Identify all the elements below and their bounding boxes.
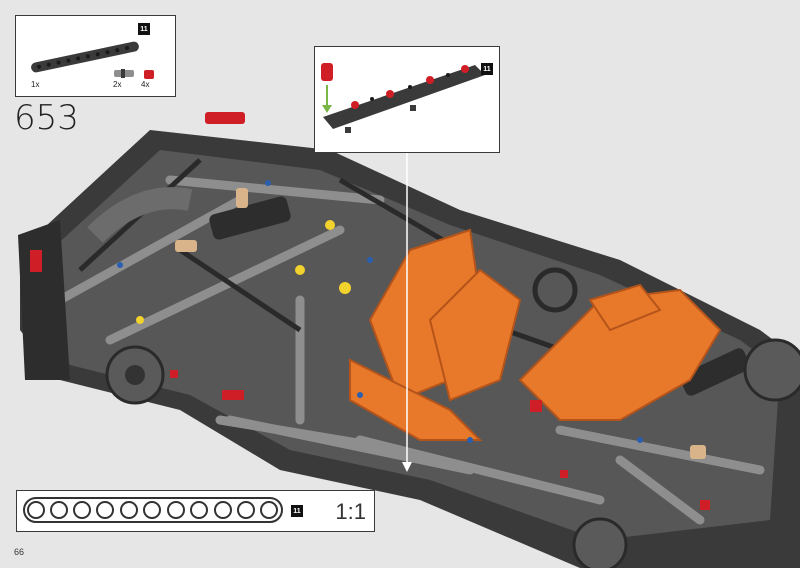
gray-pin-part-icon xyxy=(114,69,134,78)
page-number: 66 xyxy=(14,547,25,557)
parts-list-box: 11 1x 2x 4x xyxy=(15,15,176,97)
part-qty-gray-pin: 2x xyxy=(113,80,122,89)
scale-length-badge: 11 xyxy=(291,505,303,517)
callout-beam-illustration xyxy=(321,63,485,133)
beam-scale-icon xyxy=(23,497,283,523)
callout-length-badge: 11 xyxy=(481,63,493,75)
part-qty-red-pin: 4x xyxy=(141,80,150,89)
scale-bar: 11 1:1 xyxy=(16,490,375,532)
sub-assembly-callout: 11 xyxy=(314,46,500,153)
red-pin-part-icon xyxy=(144,70,154,79)
part-qty-beam: 1x xyxy=(31,80,40,89)
part-length-badge: 11 xyxy=(138,23,150,35)
scale-ratio: 1:1 xyxy=(335,499,366,524)
step-number: 653 xyxy=(14,98,79,138)
beam-11-part-icon xyxy=(31,41,139,73)
